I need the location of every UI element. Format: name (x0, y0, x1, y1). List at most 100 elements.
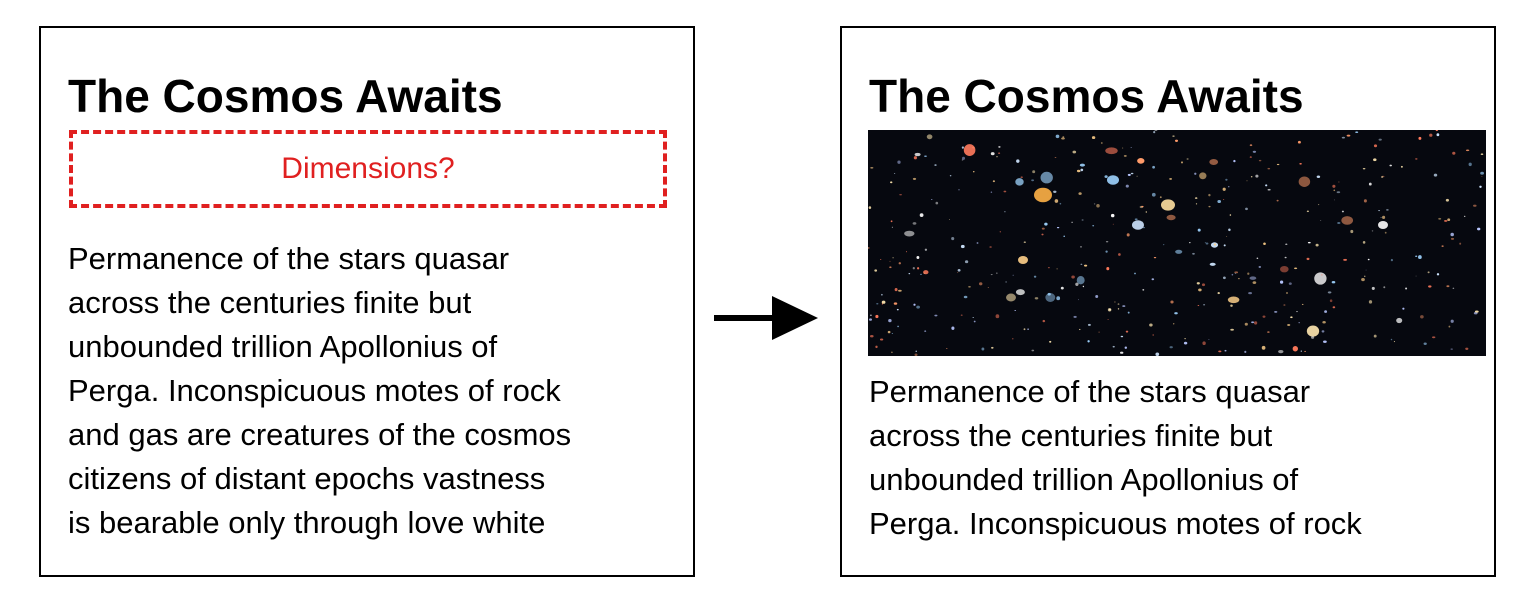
galaxy-dot (996, 156, 998, 158)
galaxy-dot (1350, 229, 1354, 234)
galaxy-dot (1152, 165, 1155, 169)
galaxy-dot (1105, 147, 1118, 155)
galaxy-dot (1279, 280, 1284, 284)
galaxy-dot (1122, 305, 1126, 308)
galaxy-dot (1346, 134, 1351, 137)
galaxy-dot (1222, 187, 1226, 191)
card-title: The Cosmos Awaits (869, 70, 1304, 122)
galaxy-dot (1371, 230, 1374, 232)
galaxy-dot (920, 273, 922, 275)
galaxy-dot (1445, 198, 1449, 202)
galaxy-dot (1450, 237, 1455, 240)
galaxy-dot (1079, 328, 1081, 331)
galaxy-dot (1420, 315, 1424, 319)
galaxy-dot (1006, 293, 1016, 302)
galaxy-dot (1262, 315, 1266, 318)
arrow-head (772, 296, 818, 340)
galaxy-dot (1415, 255, 1418, 258)
galaxy-dot (912, 177, 917, 180)
galaxy-dot (898, 262, 901, 265)
galaxy-dot (1252, 150, 1257, 153)
galaxy-dot (1332, 184, 1336, 188)
galaxy-dot (1389, 164, 1392, 167)
galaxy-dot (1104, 175, 1108, 178)
galaxy-dot (1049, 340, 1052, 343)
galaxy-dot (1145, 211, 1147, 213)
galaxy-dot (1336, 191, 1341, 194)
galaxy-dot (1337, 222, 1341, 224)
galaxy-dot (1170, 300, 1174, 304)
galaxy-dot (1041, 233, 1044, 236)
galaxy-dot (1076, 169, 1081, 173)
galaxy-dot (1092, 225, 1095, 227)
galaxy-dot (1298, 176, 1311, 187)
galaxy-dot (879, 338, 884, 341)
galaxy-dot (1056, 268, 1058, 270)
galaxy-dot (869, 314, 872, 316)
galaxy-dot (1251, 321, 1255, 324)
galaxy-dot (1095, 295, 1099, 298)
galaxy-dot (914, 353, 918, 356)
galaxy-dot (1261, 345, 1266, 350)
galaxy-dot (1373, 144, 1378, 148)
galaxy-dot (1450, 319, 1454, 323)
galaxy-dot (973, 320, 976, 323)
bright-galaxy (1018, 256, 1028, 264)
galaxy-dot (916, 305, 920, 309)
galaxy-dot (1364, 275, 1366, 277)
galaxy-dot (1265, 184, 1268, 187)
galaxy-dot (1446, 285, 1450, 288)
galaxy-dot (1429, 133, 1433, 137)
galaxy-dot (1245, 207, 1248, 211)
galaxy-dot (890, 181, 893, 184)
galaxy-dot (1045, 293, 1056, 302)
galaxy-dot (1479, 185, 1482, 189)
galaxy-dot (1382, 215, 1386, 220)
galaxy-dot (957, 272, 959, 273)
galaxy-dot (1373, 158, 1377, 162)
galaxy-dot (1224, 349, 1227, 352)
galaxy-dot (1481, 175, 1483, 177)
paragraph-line: across the centuries finite but (68, 285, 472, 320)
galaxy-dot (1012, 338, 1014, 340)
galaxy-dot (898, 289, 902, 292)
galaxy-dot (1433, 173, 1438, 177)
galaxy-dot (1031, 349, 1035, 352)
galaxy-dot (1338, 181, 1340, 183)
placeholder-label: Dimensions? (281, 152, 455, 185)
galaxy-dot (951, 237, 955, 241)
galaxy-dot (1217, 292, 1220, 295)
galaxy-dot (1042, 319, 1046, 323)
galaxy-dot (1367, 258, 1370, 261)
galaxy-dot (1278, 349, 1284, 354)
galaxy-dot (1208, 205, 1211, 208)
galaxy-dot (1081, 219, 1084, 221)
galaxy-dot (893, 172, 896, 174)
galaxy-dot (1249, 156, 1252, 158)
galaxy-dot (1390, 338, 1393, 341)
galaxy-dot (1427, 271, 1430, 274)
galaxy-dot (1091, 136, 1096, 140)
galaxy-dot (1234, 273, 1237, 274)
galaxy-dot (1194, 197, 1198, 199)
galaxy-dot (1316, 175, 1321, 179)
galaxy-dot (1071, 275, 1075, 279)
galaxy-dot (1125, 184, 1129, 188)
galaxy-dot (1327, 291, 1332, 294)
paragraph-line: Permanence of the stars quasar (68, 241, 510, 276)
galaxy-dot (1415, 275, 1417, 277)
galaxy-dot (1031, 179, 1035, 182)
deep-field-galaxy-image (868, 130, 1484, 356)
galaxy-dot (924, 248, 928, 251)
galaxy-dot (1306, 325, 1320, 337)
galaxy-dot (1480, 153, 1484, 155)
galaxy-dot (963, 144, 976, 157)
galaxy-dot (1450, 348, 1453, 350)
galaxy-dot (1480, 171, 1484, 175)
galaxy-dot (888, 318, 892, 323)
bright-galaxy (1132, 220, 1144, 230)
galaxy-dot (924, 330, 927, 332)
galaxy-dot (1477, 227, 1481, 231)
galaxy-dot (1246, 180, 1248, 182)
galaxy-dot (998, 145, 1001, 148)
